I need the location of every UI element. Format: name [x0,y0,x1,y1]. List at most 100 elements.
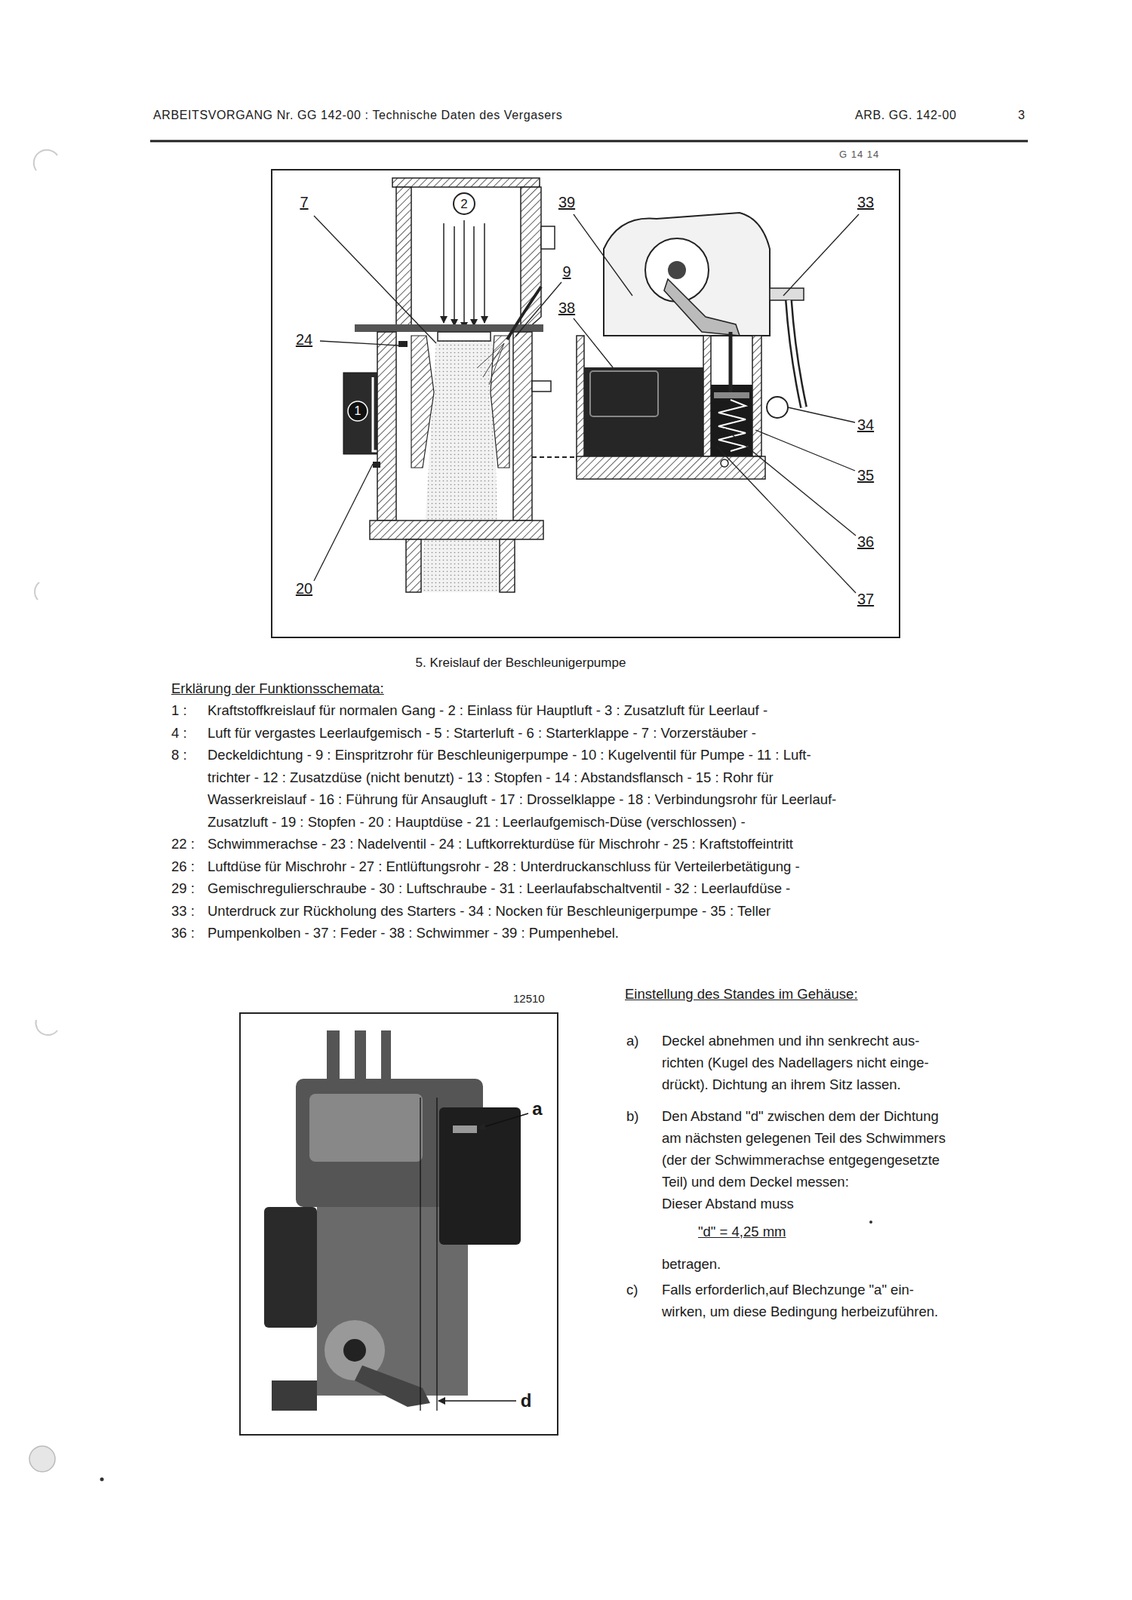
list-marker: b) [626,1108,639,1126]
figure-frame [271,169,900,638]
leader-line [313,215,437,344]
float-bowl-section [718,399,746,452]
carburetor-cover-photo [381,1030,391,1087]
circled-number: 1 [354,405,362,418]
carburetor-section [442,223,445,323]
punch-hole-marks [29,1446,56,1473]
float-bowl-section [720,459,729,468]
legend-text: trichter - 12 : Zusatzdüse (nicht benutz… [207,769,774,787]
legend-number: 33 : [171,903,195,920]
instruction-text: Deckel abnehmen und ihn senkrecht aus- [661,1033,920,1050]
legend-text: Unterdruck zur Rückholung des Starters -… [207,903,771,920]
carburetor-cover-photo [309,1094,423,1163]
legend-text: Deckeldichtung - 9 : Einspritzrohr für B… [207,747,812,764]
carburetor-cover-photo [354,1030,367,1087]
carburetor-section [513,332,533,521]
legend-number: 36 : [171,925,195,942]
carburetor-section [453,193,475,215]
leader-line [319,341,399,346]
callout-number: 39 [558,194,576,210]
list-marker: a) [626,1033,639,1050]
dimension-value: "d" = 4,25 mm [698,1224,786,1241]
carburetor-cover-photo [264,1030,529,1412]
float-bowl-section [713,392,750,399]
legend-number: 22 : [171,836,195,853]
carburetor-section [392,178,540,188]
carburetor-section [499,539,515,593]
legend-text: Gemischregulierschraube - 30 : Luftschra… [207,880,791,898]
carburetor-section [520,187,542,329]
float-bowl-section [766,396,788,419]
leader-line [515,282,562,337]
carburetor-section [453,226,456,327]
leader-line [787,407,856,423]
carburetor-section [396,187,412,329]
punch-hole-marks [869,1221,873,1225]
float-bowl-section [769,288,804,301]
legend-number: 1 : [171,702,188,720]
leader-line [716,446,856,594]
float-bowl-section [584,367,704,457]
legend-text: Luft für vergastes Leerlaufgemisch - 5 :… [207,725,757,742]
photo-frame [239,1013,558,1436]
callout-number: 38 [558,300,576,316]
carburetor-section [463,220,465,330]
callout-number: 34 [857,417,874,433]
figure-reference: G 14 14 [839,148,880,161]
callout-number: 7 [299,194,308,210]
instruction-text: Dieser Abstand muss [661,1196,794,1213]
callout-number: 24 [295,332,313,348]
float-bowl-section [667,261,686,280]
carburetor-cover-photo [271,1381,317,1412]
carburetor-cover-photo [326,1030,340,1087]
instruction-text: drückt). Dichtung an ihrem Sitz lassen. [661,1076,902,1094]
carburetor-section [507,286,542,340]
float-bowl-section [788,300,804,408]
punch-hole-marks [100,1478,105,1483]
legend-text: Zusatzluft - 19 : Stopfen - 20 : Hauptdü… [207,814,746,831]
leader-line [573,214,633,296]
legend-text: Schwimmerachse - 23 : Nadelventil - 24 :… [207,836,794,853]
float-bowl-section [703,335,711,457]
callout-number: 20 [295,581,313,597]
legend-number: 26 : [171,858,195,876]
punch-hole-marks [35,1020,58,1036]
leader-line [783,214,859,296]
punch-hole-marks [33,150,58,171]
callout-number: 33 [857,194,874,210]
carburetor-section [343,178,597,593]
circled-number: 2 [460,197,468,211]
legend-text: Wasserkreislauf - 16 : Führung für Ansau… [207,791,837,809]
instruction-text: am nächsten gelegenen Teil des Schwimmer… [661,1130,946,1148]
callout-number: 9 [562,264,571,280]
leader-line [313,464,373,582]
legend-number: 29 : [171,880,195,898]
float-bowl-section [603,212,770,336]
list-marker: c) [626,1282,638,1299]
carburetor-cover-photo [419,1098,421,1412]
carburetor-section [369,520,544,540]
carburetor-section [421,341,500,593]
legend-text: Pumpenkolben - 37 : Feder - 38 : Schwimm… [207,925,619,942]
float-bowl-section [752,335,762,457]
callout-number: 36 [857,534,874,550]
legend-number: 4 : [171,725,188,742]
instruction-text: betragen. [661,1256,721,1274]
carburetor-section [347,401,368,422]
instruction-text: Den Abstand "d" zwischen dem der Dichtun… [661,1108,939,1126]
instruction-text: Teil) und dem Deckel messen: [661,1174,849,1191]
instruction-text: richten (Kugel des Nadellagers nicht ein… [661,1055,929,1072]
carburetor-section [473,226,475,327]
leader-line [724,428,856,536]
legend-text: Kraftstoffkreislauf für normalen Gang - … [207,702,768,720]
carburetor-section [377,332,397,521]
carburetor-section [406,539,422,593]
dimension-callout: d [520,1392,533,1411]
float-bowl-section [729,332,733,393]
carburetor-section [476,343,505,385]
punch-hole-marks [34,582,40,600]
instruction-text: (der der Schwimmerachse entgegengesetzte [661,1152,940,1169]
callout-number: 35 [857,467,874,483]
carburetor-cover-photo [264,1207,317,1329]
